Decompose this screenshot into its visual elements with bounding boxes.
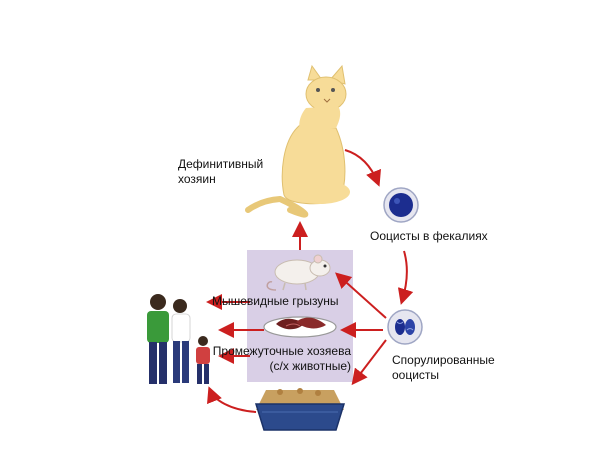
human-family-illustration bbox=[147, 294, 210, 384]
mouse-icon bbox=[266, 254, 331, 291]
arrow-oocyst-to-rodents bbox=[335, 272, 387, 319]
rodents-label: Мышевидные грызуны bbox=[212, 294, 339, 308]
arrow-litter-to-humans bbox=[207, 386, 257, 413]
sporulated-oocyst-icon bbox=[387, 309, 423, 345]
cat-illustration bbox=[245, 64, 350, 218]
intermediate-hosts-label: Промежуточные хозяева (с/х животные) bbox=[205, 344, 351, 374]
definitive-host-label-line2: хозяин bbox=[178, 172, 216, 186]
sporulated-oocysts-label-line1: Спорулированные bbox=[392, 353, 495, 367]
arrow-cat-to-feces bbox=[344, 149, 381, 187]
arrow-feces-to-sporulation bbox=[397, 250, 414, 305]
oocysts-feces-label: Ооцисты в фекалиях bbox=[370, 229, 488, 243]
unsporulated-oocyst-icon bbox=[383, 187, 419, 223]
definitive-host-label-line1: Дефинитивный bbox=[178, 157, 264, 171]
arrow-oocyst-to-litter bbox=[351, 339, 387, 386]
sporulated-oocysts-label: Спорулированные ооцисты bbox=[392, 353, 495, 383]
intermediate-hosts-label-line1: Промежуточные хозяева bbox=[212, 344, 351, 358]
cycle-arrows bbox=[206, 149, 414, 413]
sporulated-oocysts-label-line2: ооцисты bbox=[392, 368, 440, 382]
litter-box-icon bbox=[254, 388, 346, 431]
meat-plate-icon bbox=[263, 316, 337, 338]
intermediate-hosts-label-line2: (с/х животные) bbox=[269, 359, 351, 373]
definitive-host-label: Дефинитивный хозяин bbox=[178, 157, 263, 187]
